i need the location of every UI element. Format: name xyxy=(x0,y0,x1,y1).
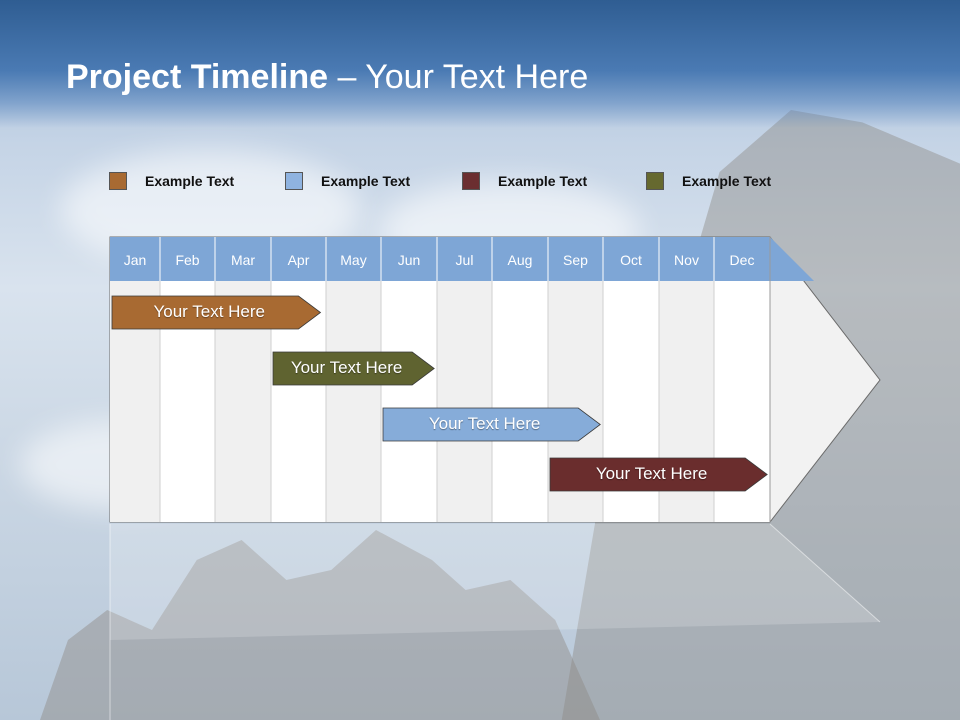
legend-swatch xyxy=(109,172,127,190)
timeline-bar xyxy=(549,457,768,492)
month-label: Oct xyxy=(620,252,642,268)
slide-title: Project Timeline – Your Text Here xyxy=(66,58,588,97)
month-label: Apr xyxy=(288,252,310,268)
month-label: Jun xyxy=(398,252,421,268)
timeline-bar-label: Your Text Here xyxy=(595,464,708,483)
month-column xyxy=(326,281,381,522)
month-label: Aug xyxy=(508,252,533,268)
legend-label: Example Text xyxy=(321,173,411,189)
title-rest: – Your Text Here xyxy=(328,58,589,96)
legend-swatch xyxy=(462,172,480,190)
month-label: May xyxy=(340,252,366,268)
month-label: Nov xyxy=(674,252,699,268)
month-label: Dec xyxy=(730,252,755,268)
title-band xyxy=(0,0,960,128)
month-label: Jul xyxy=(456,252,474,268)
timeline-reflection xyxy=(110,524,880,640)
timeline-bar xyxy=(272,351,435,386)
reflection-edge xyxy=(769,523,881,623)
month-column xyxy=(437,281,492,522)
legend-item: Example Text xyxy=(462,170,587,192)
legend-label: Example Text xyxy=(145,173,235,189)
timeline-bar-label: Your Text Here xyxy=(428,414,541,433)
title-bold: Project Timeline xyxy=(66,58,329,96)
month-label: Jan xyxy=(124,252,147,268)
legend-item: Example Text xyxy=(109,170,234,192)
timeline-bar xyxy=(382,407,601,442)
month-label: Mar xyxy=(231,252,255,268)
legend-item: Example Text xyxy=(285,170,410,192)
header-arrow-tip xyxy=(770,237,814,281)
timeline-bar xyxy=(111,295,322,330)
month-column xyxy=(381,281,437,522)
timeline-bar-label: Your Text Here xyxy=(153,302,265,321)
legend-label: Example Text xyxy=(498,173,588,189)
legend-swatch xyxy=(285,172,303,190)
legend-swatch xyxy=(646,172,664,190)
legend-label: Example Text xyxy=(682,173,772,189)
month-label: Sep xyxy=(563,252,588,268)
timeline-bar-label: Your Text Here xyxy=(290,358,403,377)
month-header-band xyxy=(110,237,770,281)
legend-item: Example Text xyxy=(646,170,771,192)
month-column xyxy=(492,281,548,522)
month-label: Feb xyxy=(175,252,199,268)
